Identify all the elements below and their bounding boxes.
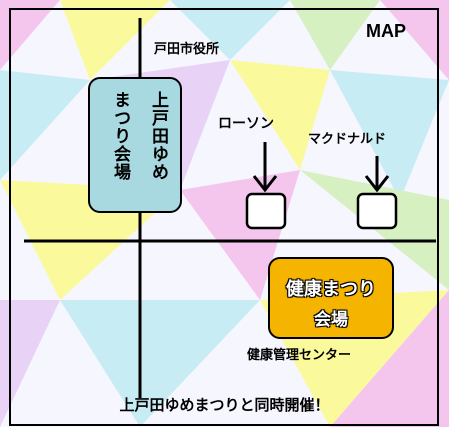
health-venue-line2: 会場 xyxy=(314,310,348,330)
footer-note: 上戸田ゆめまつりと同時開催！ xyxy=(119,396,330,414)
mcdonalds-label: マクドナルド xyxy=(308,132,387,147)
kamitoda-venue-line1: 上戸田ゆめ xyxy=(148,91,168,181)
map-title: MAP xyxy=(366,21,406,41)
city-hall-label: 戸田市役所 xyxy=(154,42,220,57)
mcdonalds-pointer-arrow xyxy=(364,156,390,193)
mcdonalds-building xyxy=(356,192,398,230)
lawson-building xyxy=(245,192,287,230)
map-frame xyxy=(9,8,439,426)
health-festival-venue-box: 健康まつり 会場 xyxy=(268,257,394,339)
health-center-label: 健康管理センター xyxy=(247,348,352,363)
lawson-label: ローソン xyxy=(218,116,274,132)
health-venue-line1: 健康まつり xyxy=(286,279,376,300)
kamitoda-venue-box: 上戸田ゆめ まつり会場 xyxy=(88,77,182,213)
lawson-pointer-arrow xyxy=(252,142,278,193)
kamitoda-venue-line2: まつり会場 xyxy=(110,91,130,181)
